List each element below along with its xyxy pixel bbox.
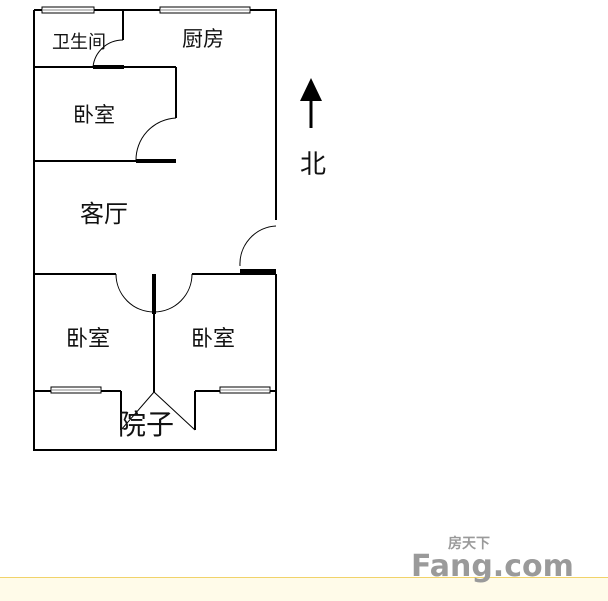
room-label-bedroom-right: 卧室 [191, 327, 235, 352]
window-top-left [41, 6, 95, 14]
door-jambs [93, 65, 276, 314]
yard-door-swing [120, 391, 196, 431]
door-swings [92, 39, 277, 431]
room-label-kitchen: 厨房 [182, 27, 224, 51]
room-label-living-room: 客厅 [80, 200, 128, 228]
north-label: 北 [300, 150, 326, 180]
bathroom-door-arc [92, 39, 124, 68]
left-bedroom-door-arc [115, 273, 155, 313]
room-label-bedroom-left: 卧室 [66, 327, 110, 352]
watermark: 房天下 Fang.com [411, 535, 574, 584]
room-label-yard: 院子 [118, 408, 174, 441]
north-arrow-icon [300, 78, 322, 128]
footer-band [0, 577, 608, 601]
right-bedroom-door-arc [153, 273, 193, 313]
window-top-right [159, 6, 251, 14]
window-yard-left [50, 386, 102, 394]
watermark-brand-main: Fang.com [411, 549, 574, 584]
bedroom-door-arc [135, 117, 177, 162]
room-label-bathroom: 卫生间 [52, 32, 106, 53]
entrance-door-arc [239, 225, 277, 267]
watermark-brand-small: 房天下 [448, 535, 490, 552]
interior-walls [34, 10, 276, 430]
outer-walls [33, 9, 277, 451]
windows [41, 6, 271, 394]
room-label-bedroom-top: 卧室 [73, 103, 115, 127]
window-yard-right [219, 386, 271, 394]
